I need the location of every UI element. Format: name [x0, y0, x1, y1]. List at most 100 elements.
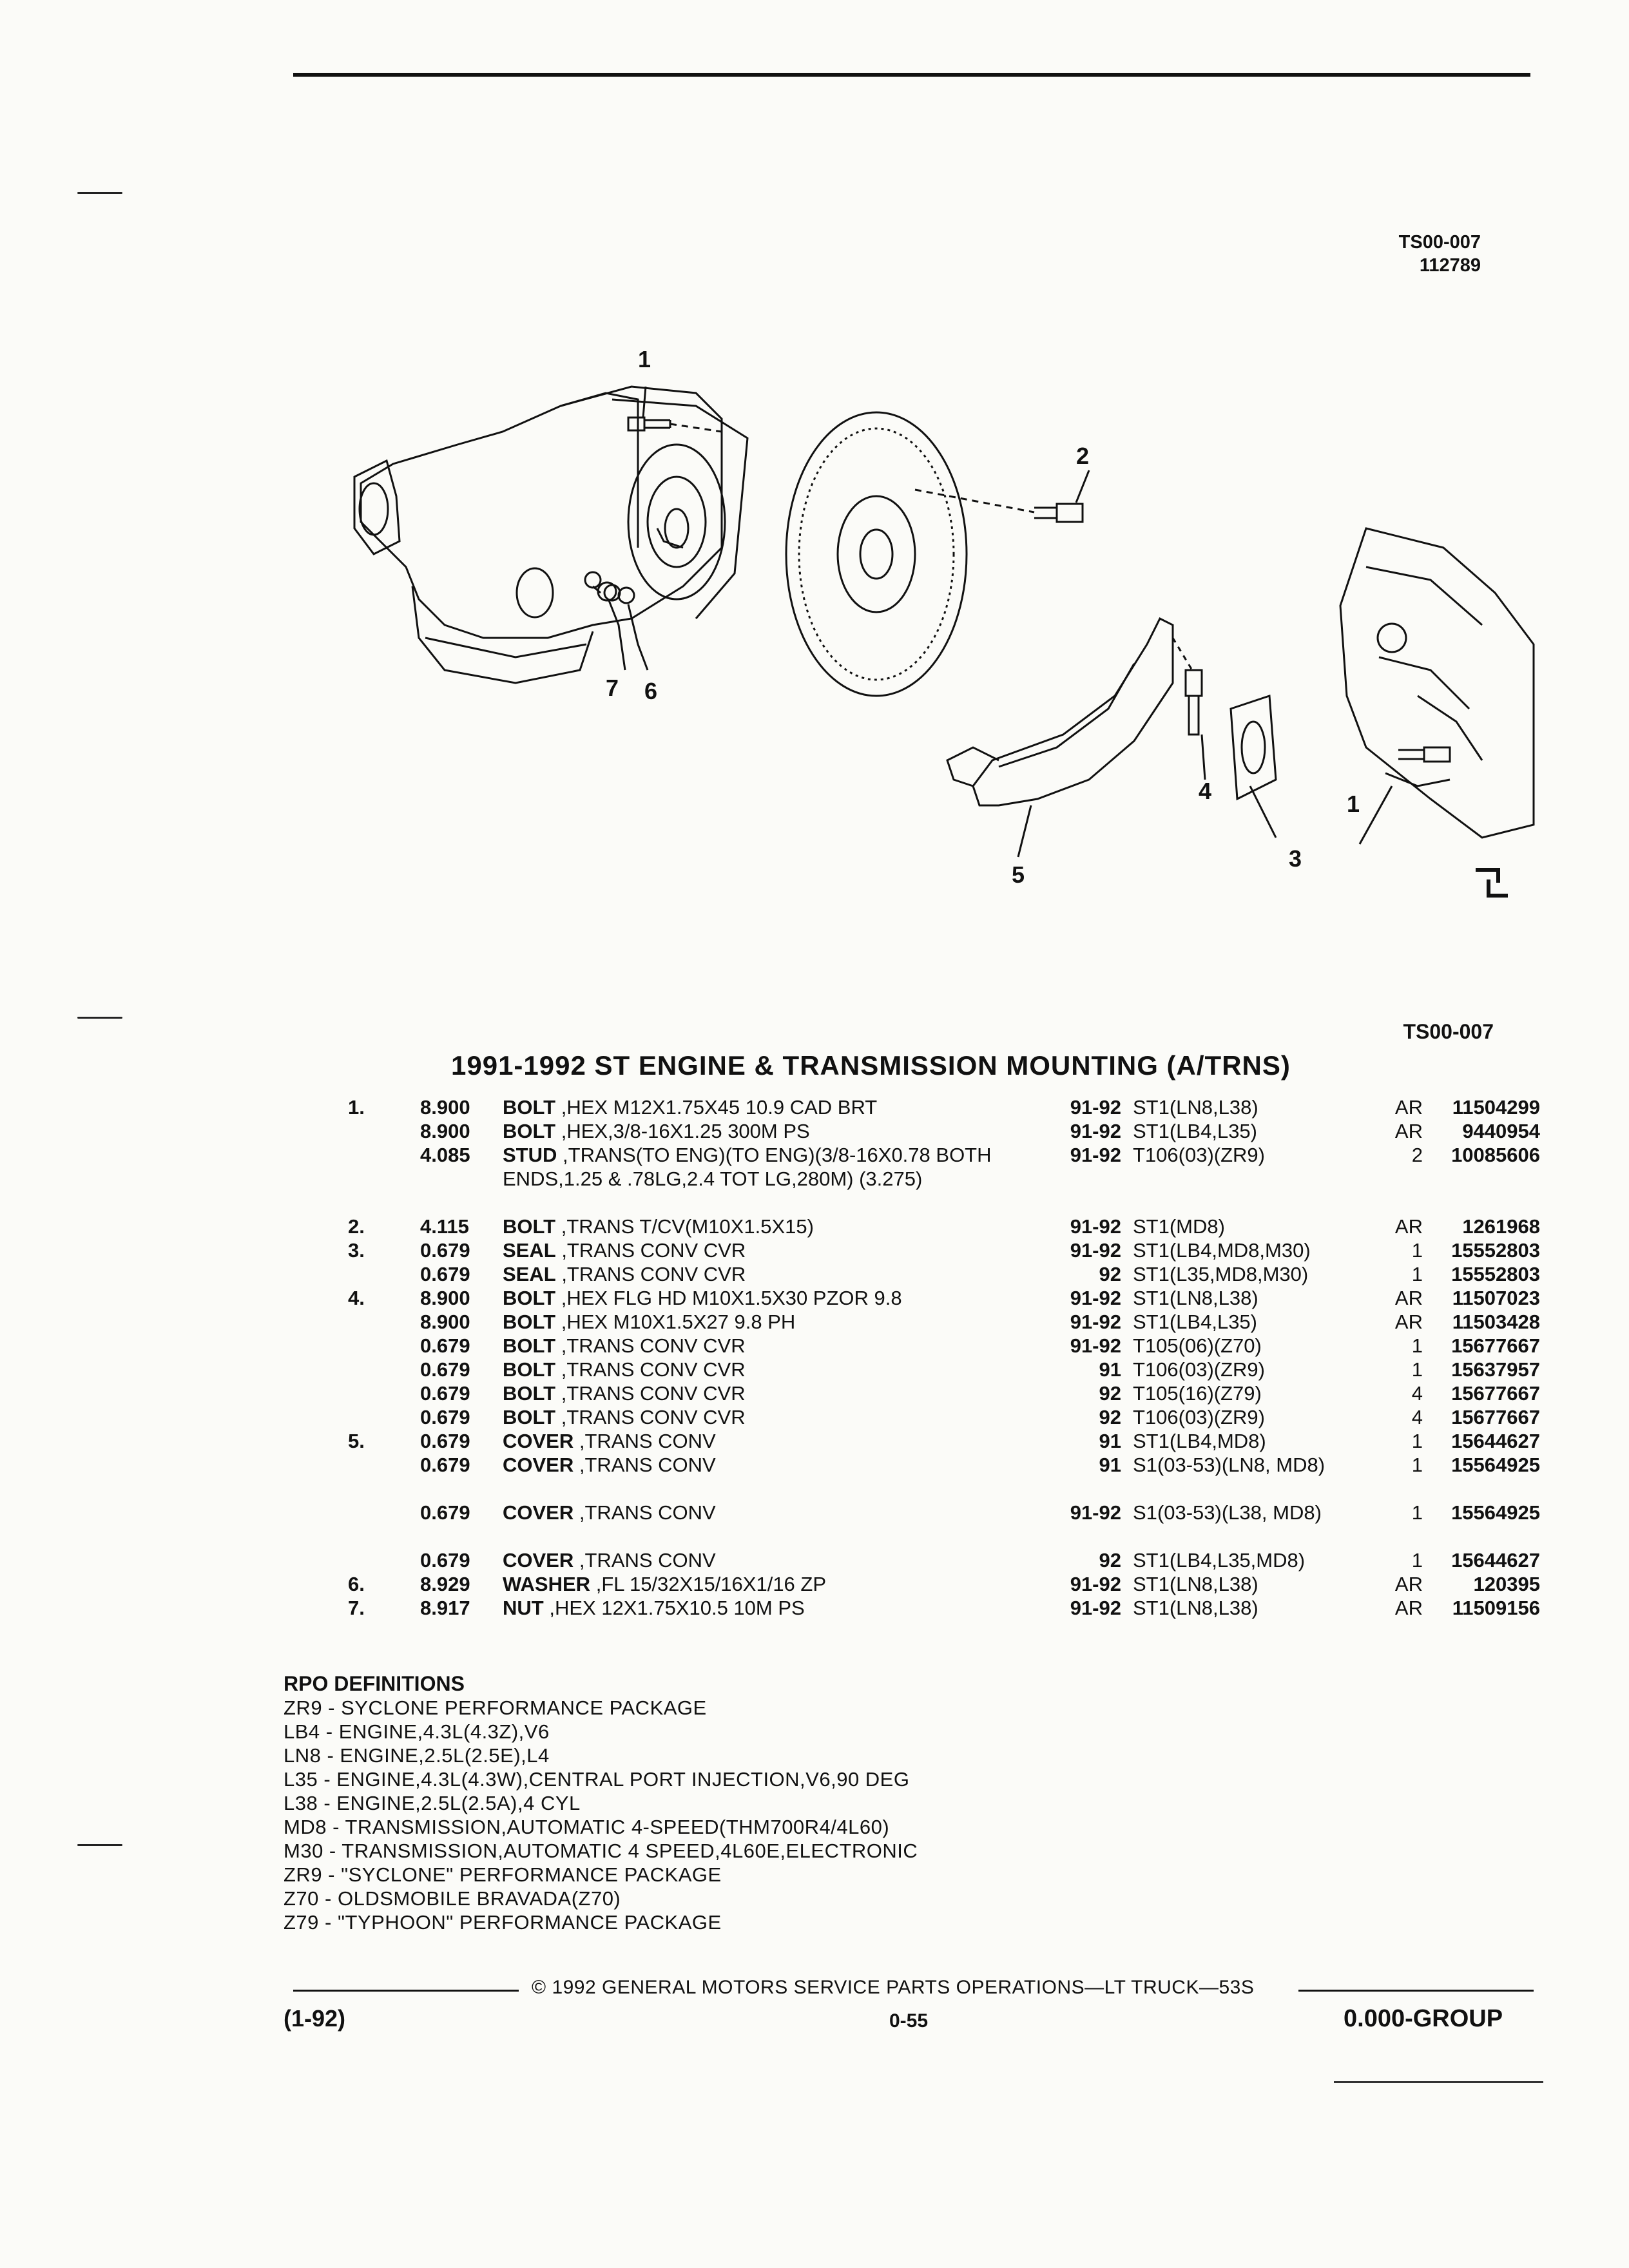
- model-years: 91-92: [1070, 1334, 1121, 1357]
- quantity: AR: [1394, 1573, 1423, 1595]
- series-usage: ST1(LN8,L38): [1133, 1597, 1258, 1619]
- model-years: 91: [1099, 1358, 1121, 1381]
- model-years: 91-92: [1070, 1144, 1121, 1166]
- quantity: AR: [1394, 1120, 1423, 1142]
- part-spec: ,TRANS CONV: [579, 1549, 716, 1571]
- model-years: 91-92: [1070, 1096, 1121, 1119]
- part-name: BOLT: [503, 1334, 556, 1357]
- series-usage: T105(06)(Z70): [1133, 1334, 1262, 1357]
- footer-group: 0.000-GROUP: [1344, 2005, 1503, 2032]
- part-description: BOLT ,HEX M12X1.75X45 10.9 CAD BRT: [503, 1095, 1083, 1119]
- part-description: COVER ,TRANS CONV: [503, 1429, 1083, 1453]
- model-years: 91-92: [1070, 1120, 1121, 1142]
- part-number: 11504299: [1452, 1096, 1540, 1119]
- group-number: 0.679: [420, 1382, 470, 1405]
- part-description: NUT ,HEX 12X1.75X10.5 10M PS: [503, 1596, 1083, 1620]
- part-spec: ,TRANS CONV CVR: [561, 1334, 746, 1357]
- model-years: 92: [1099, 1263, 1121, 1285]
- part-description: BOLT ,TRANS CONV CVR: [503, 1358, 1083, 1381]
- group-number: 8.900: [420, 1120, 470, 1142]
- part-description: BOLT ,HEX FLG HD M10X1.5X30 PZOR 9.8: [503, 1286, 1083, 1310]
- table-row: 0.679 COVER ,TRANS CONV 91 S1(03-53)(LN8, M…: [335, 1453, 1540, 1501]
- rpo-item: M30 - TRANSMISSION,AUTOMATIC 4 SPEED,4L6…: [284, 1840, 918, 1862]
- part-spec: ,HEX M10X1.5X27 9.8 PH: [561, 1311, 796, 1333]
- part-description: COVER ,TRANS CONV: [503, 1453, 1083, 1477]
- callout-3: 3: [1289, 845, 1302, 872]
- part-description: BOLT ,HEX,3/8-16X1.25 300M PS: [503, 1119, 1083, 1143]
- model-years: 91-92: [1070, 1311, 1121, 1333]
- quantity: AR: [1394, 1215, 1423, 1238]
- part-description: COVER ,TRANS CONV: [503, 1548, 1083, 1572]
- part-number: 120395: [1473, 1573, 1540, 1595]
- series-usage: ST1(LB4,L35): [1133, 1311, 1257, 1333]
- quantity: 1: [1411, 1239, 1423, 1262]
- quantity: 1: [1411, 1334, 1423, 1357]
- rpo-item: Z79 - "TYPHOON" PERFORMANCE PACKAGE: [284, 1911, 722, 1934]
- rpo-item: LN8 - ENGINE,2.5L(2.5E),L4: [284, 1744, 550, 1767]
- rpo-item: ZR9 - SYCLONE PERFORMANCE PACKAGE: [284, 1696, 707, 1719]
- series-usage: ST1(LB4,L35,MD8): [1133, 1549, 1306, 1571]
- series-usage: ST1(LN8,L38): [1133, 1096, 1258, 1119]
- item-number: 5.: [348, 1430, 365, 1452]
- quantity: 2: [1411, 1144, 1423, 1166]
- bolt-1-top: [627, 416, 671, 432]
- model-years: 92: [1099, 1406, 1121, 1428]
- part-spec: ,TRANS T/CV(M10X1.5X15): [561, 1215, 814, 1238]
- series-usage: ST1(MD8): [1133, 1215, 1225, 1238]
- part-number: 15637957: [1451, 1358, 1540, 1381]
- series-usage: S1(03-53)(LN8, MD8): [1133, 1454, 1325, 1476]
- margin-mark: [77, 1844, 122, 1846]
- item-number: 3.: [348, 1239, 365, 1262]
- seal-3: [1229, 694, 1277, 801]
- group-number: 0.679: [420, 1334, 470, 1357]
- part-spec: ,TRANS CONV: [579, 1501, 716, 1524]
- group-number: 0.679: [420, 1501, 470, 1524]
- model-years: 91-92: [1070, 1287, 1121, 1309]
- part-description: SEAL ,TRANS CONV CVR: [503, 1238, 1083, 1262]
- quantity: AR: [1394, 1287, 1423, 1309]
- series-usage: T105(16)(Z79): [1133, 1382, 1262, 1405]
- rpo-heading: RPO DEFINITIONS: [284, 1672, 465, 1695]
- part-number: 10085606: [1451, 1144, 1540, 1166]
- model-years: 91-92: [1070, 1597, 1121, 1619]
- flexplate: [785, 411, 968, 697]
- series-usage: ST1(LN8,L38): [1133, 1573, 1258, 1595]
- callout-2: 2: [1076, 443, 1089, 469]
- group-number: 0.679: [420, 1430, 470, 1452]
- rpo-item: L35 - ENGINE,4.3L(4.3W),CENTRAL PORT INJ…: [284, 1768, 910, 1791]
- group-number: 4.085: [420, 1144, 470, 1166]
- group-number: 0.679: [420, 1454, 470, 1476]
- part-spec: ,HEX FLG HD M10X1.5X30 PZOR 9.8: [561, 1287, 902, 1309]
- group-number: 8.900: [420, 1311, 470, 1333]
- series-usage: ST1(L35,MD8,M30): [1133, 1263, 1309, 1285]
- part-name: BOLT: [503, 1120, 556, 1142]
- part-spec: ,TRANS CONV CVR: [561, 1406, 746, 1428]
- part-spec: ,TRANS(TO ENG)(TO ENG)(3/8-16X0.78 BOTH …: [503, 1144, 992, 1190]
- model-years: 91: [1099, 1454, 1121, 1476]
- group-number: 8.929: [420, 1573, 470, 1595]
- series-usage: S1(03-53)(L38, MD8): [1133, 1501, 1322, 1524]
- part-number: 15564925: [1451, 1454, 1540, 1476]
- model-years: 91-92: [1070, 1501, 1121, 1524]
- figure-number: 112789: [1419, 255, 1481, 276]
- series-usage: ST1(LB4,MD8,M30): [1133, 1239, 1311, 1262]
- part-number: 15677667: [1451, 1382, 1540, 1405]
- part-name: BOLT: [503, 1287, 556, 1309]
- part-name: BOLT: [503, 1096, 556, 1119]
- item-number: 4.: [348, 1287, 365, 1309]
- section-title: 1991-1992 ST ENGINE & TRANSMISSION MOUNT…: [451, 1050, 1291, 1081]
- rpo-item: ZR9 - "SYCLONE" PERFORMANCE PACKAGE: [284, 1863, 722, 1886]
- part-name: BOLT: [503, 1406, 556, 1428]
- footer-date: (1-92): [284, 2005, 346, 2032]
- series-usage: T106(03)(ZR9): [1133, 1406, 1265, 1428]
- model-years: 91-92: [1070, 1215, 1121, 1238]
- part-name: COVER: [503, 1501, 574, 1524]
- part-spec: ,TRANS CONV CVR: [561, 1382, 746, 1405]
- part-name: COVER: [503, 1549, 574, 1571]
